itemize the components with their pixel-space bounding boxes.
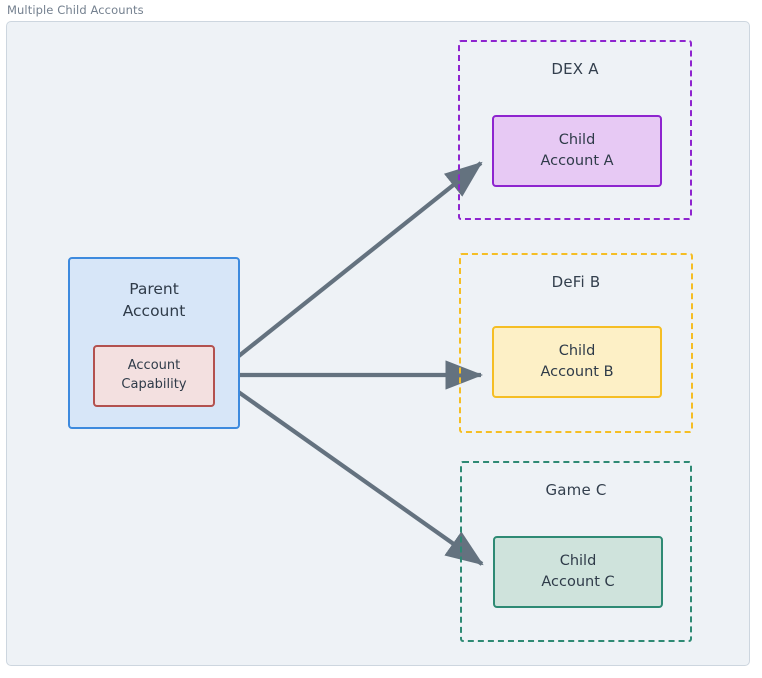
node-child-account-b-label-2: Account B xyxy=(540,364,614,380)
cluster-game-c: Game C xyxy=(460,461,692,642)
cluster-label-dex-a: DEX A xyxy=(551,60,599,78)
node-child-account-b-label-1: Child xyxy=(558,342,596,359)
node-account-capability[interactable]: Account Capability xyxy=(93,345,215,407)
cluster-dex-a: DEX A xyxy=(458,40,692,220)
node-child-account-a[interactable]: Child Account A xyxy=(492,115,662,187)
node-account-capability-label-1: Account xyxy=(127,358,181,374)
node-parent-account-label-2: Account xyxy=(122,302,186,321)
cluster-label-defi-b: DeFi B xyxy=(551,273,601,291)
node-parent-account-label-1: Parent xyxy=(129,280,179,298)
frame-title: Multiple Child Accounts xyxy=(7,3,144,17)
cluster-label-game-c: Game C xyxy=(545,481,607,499)
node-account-capability-label-2: Capability xyxy=(121,377,187,392)
node-child-account-a-label-2: Account A xyxy=(540,153,614,169)
cluster-defi-b: DeFi B xyxy=(459,253,693,433)
node-child-account-a-label-1: Child xyxy=(558,131,596,148)
node-child-account-c-label-1: Child xyxy=(559,552,597,569)
node-child-account-c[interactable]: Child Account C xyxy=(493,536,663,608)
node-child-account-b[interactable]: Child Account B xyxy=(492,326,662,398)
node-child-account-c-label-2: Account C xyxy=(541,574,615,590)
